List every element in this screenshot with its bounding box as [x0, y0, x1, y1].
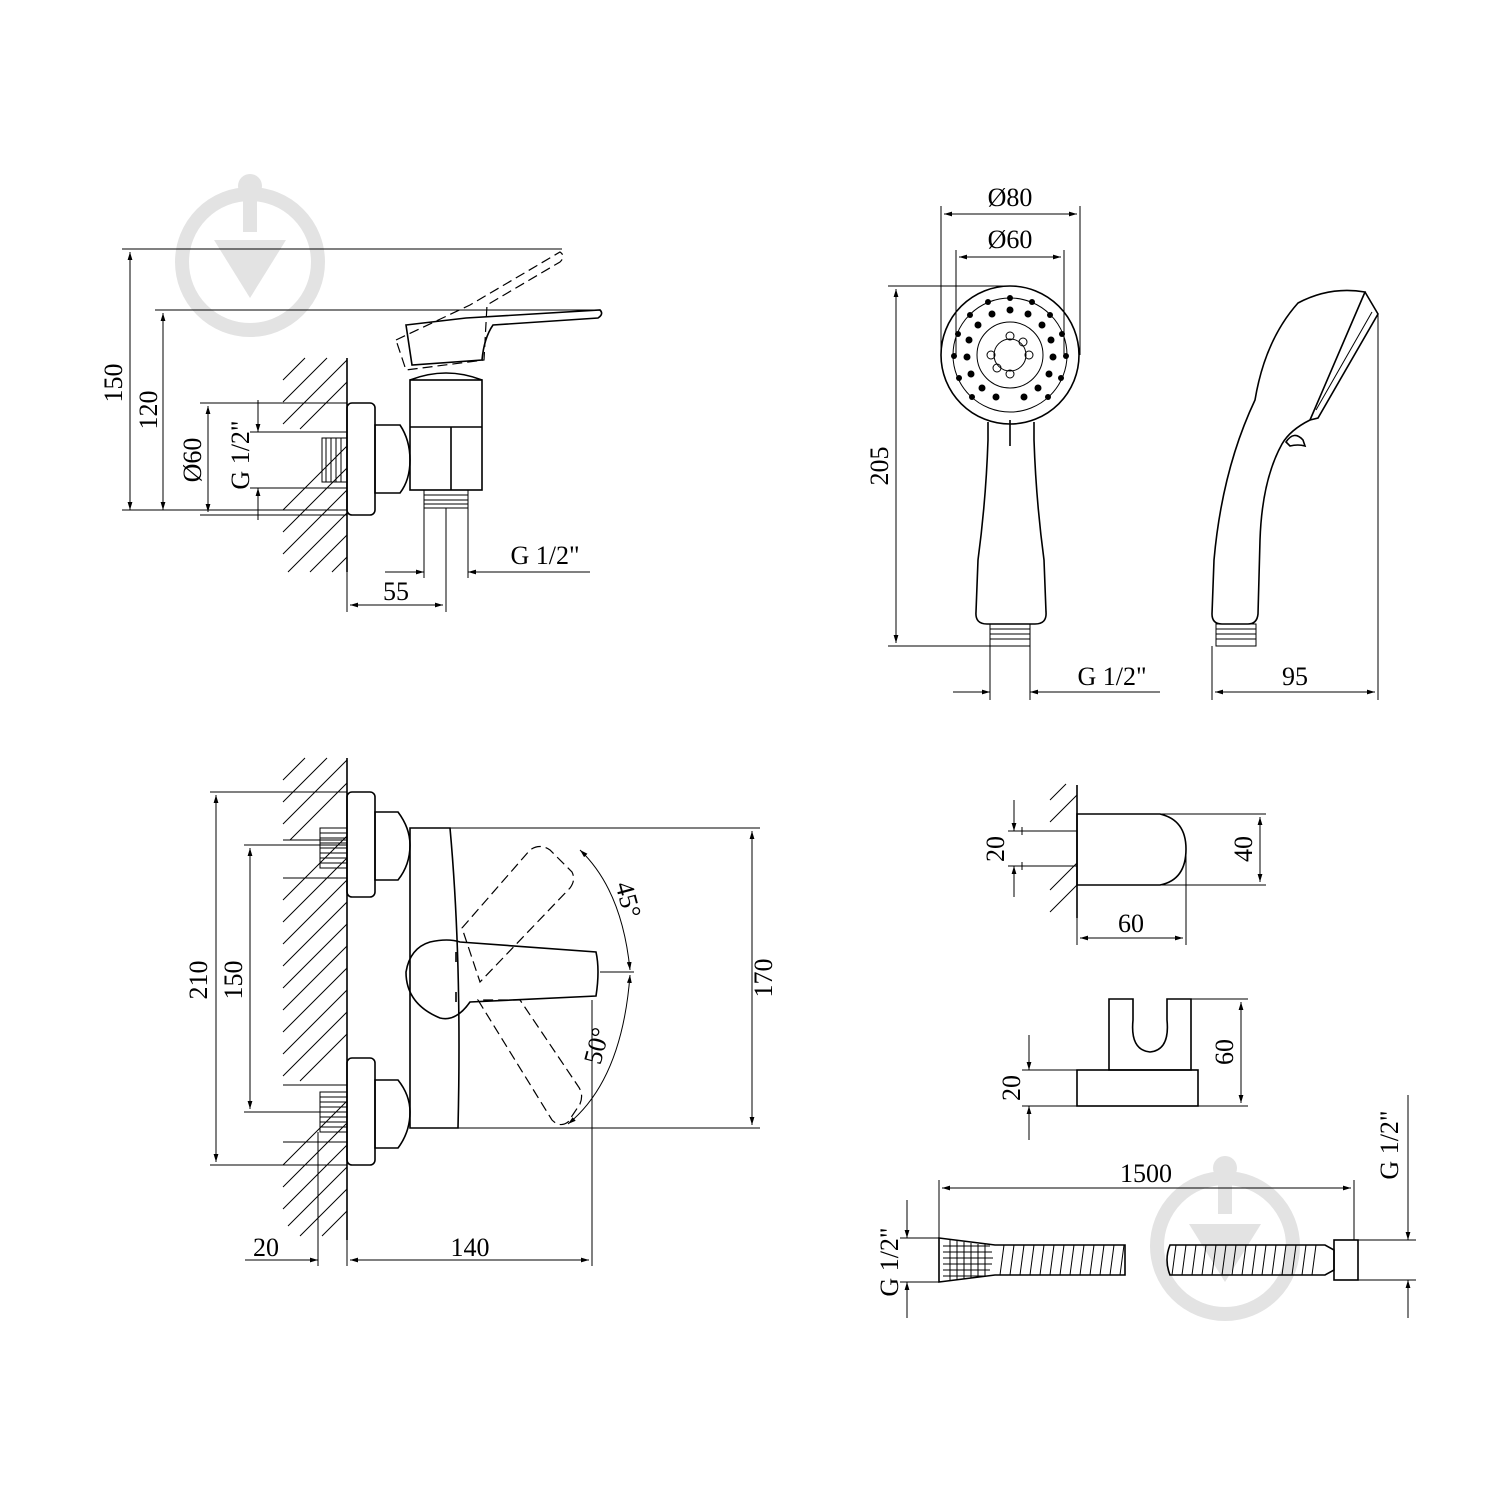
mixer-front-view — [282, 757, 599, 1240]
wall-holder-side — [1021, 783, 1187, 918]
mixer-front-dimensions: 210 150 170 45° 50° 20 140 — [184, 791, 778, 1266]
dim-1500-label: 1500 — [1120, 1159, 1172, 1188]
hand-shower-front — [940, 285, 1080, 647]
dim-thread-hose-right-label: G 1/2" — [1375, 1110, 1404, 1179]
dim-20-label: 20 — [253, 1233, 279, 1262]
dim-150-label: 150 — [99, 364, 128, 403]
dim-thread-shower-label: G 1/2" — [1077, 662, 1146, 691]
mixer-side-view — [282, 251, 603, 573]
spray-nozzles — [951, 295, 1069, 401]
dim-thread-hose-left-label: G 1/2" — [875, 1227, 904, 1296]
dim-40-label: 40 — [1229, 836, 1258, 862]
dim-120-label: 120 — [134, 391, 163, 430]
hand-shower-side — [1211, 289, 1379, 647]
dim-55-label: 55 — [383, 577, 409, 606]
dim-d60-label: Ø60 — [988, 225, 1033, 254]
dim-60-holder-label: 60 — [1118, 909, 1144, 938]
dim-150-label: 150 — [219, 961, 248, 1000]
dim-d80-label: Ø80 — [988, 183, 1033, 212]
dim-170-label: 170 — [749, 959, 778, 998]
hose-spiral — [999, 1244, 1317, 1276]
dim-210-label: 210 — [184, 961, 213, 1000]
hose-dimensions: 1500 G 1/2" G 1/2" — [875, 1095, 1416, 1318]
dim-20-holder-label: 20 — [981, 836, 1010, 862]
dim-thread-outlet-label: G 1/2" — [510, 541, 579, 570]
dim-45-label: 45° — [609, 878, 646, 921]
dim-20-front-label: 20 — [997, 1075, 1026, 1101]
logo-watermark-icon — [1150, 1156, 1300, 1321]
hand-shower-dimensions: Ø80 Ø60 205 G 1/2" 95 — [865, 183, 1379, 700]
holder-front-dimensions: 20 60 — [997, 998, 1248, 1140]
dim-50-label: 50° — [578, 1024, 615, 1067]
hose-knurling — [943, 1240, 993, 1281]
dim-d60-label: Ø60 — [178, 438, 207, 483]
dim-thread-wall-label: G 1/2" — [226, 420, 255, 489]
wall-hatch — [282, 757, 348, 1237]
wall-holder-dimensions: 20 40 60 — [981, 800, 1266, 945]
dim-205-label: 205 — [865, 447, 894, 486]
dim-60-front-label: 60 — [1210, 1039, 1239, 1065]
dim-95-label: 95 — [1282, 662, 1308, 691]
shower-hose — [938, 1237, 1359, 1283]
mixer-side-dimensions: 150 120 Ø60 G 1/2" 55 G 1/2" — [99, 248, 600, 612]
logo-watermark-icon — [175, 174, 325, 337]
holder-front — [1076, 998, 1199, 1107]
wall-hatch — [282, 357, 348, 573]
dim-140-label: 140 — [451, 1233, 490, 1262]
